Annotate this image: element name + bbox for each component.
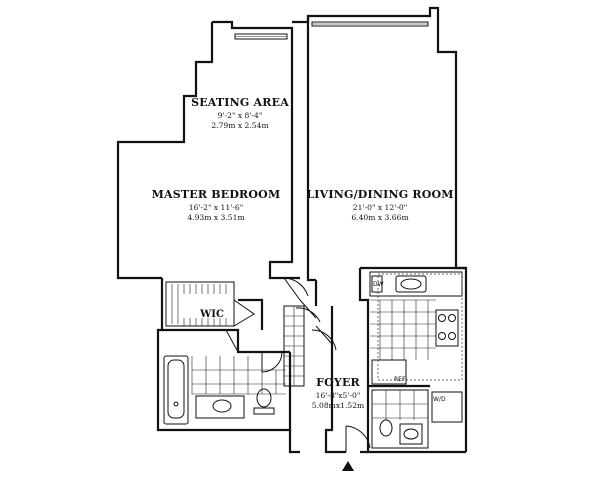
seating-area-dim-imperial: 9'-2" x 8'-4" <box>218 111 263 120</box>
dishwasher-label: DW <box>373 281 384 288</box>
seating-area-title: SEATING AREA <box>191 96 289 109</box>
foyer-dim-imperial: 16'-8"x5'-0" <box>316 391 361 400</box>
living-dining-dim-metric: 6.40m x 3.66m <box>351 213 408 222</box>
living-dining-label: LIVING/DINING ROOM 21'-0" x 12'-0" 6.40m… <box>306 188 453 222</box>
washer-dryer-label: W/D <box>433 396 446 403</box>
living-dining-dim-imperial: 21'-0" x 12'-0" <box>353 203 407 212</box>
seating-area-dim-metric: 2.79m x 2.54m <box>211 121 268 130</box>
windows <box>234 21 429 40</box>
refrigerator-label: REF <box>394 376 406 383</box>
wic-label: WIC <box>199 309 224 320</box>
seating-area-label: SEATING AREA 9'-2" x 8'-4" 2.79m x 2.54m <box>191 96 289 130</box>
foyer-title: FOYER <box>316 376 360 389</box>
master-bedroom-label: MASTER BEDROOM 16'-2" x 11'-6" 4.93m x 3… <box>152 188 281 222</box>
master-bath <box>163 355 286 425</box>
master-bedroom-dim-imperial: 16'-2" x 11'-6" <box>189 203 243 212</box>
hall-closet <box>283 305 305 387</box>
living-dining-title: LIVING/DINING ROOM <box>306 188 453 201</box>
master-bedroom-title: MASTER BEDROOM <box>152 188 281 201</box>
exterior-walls <box>116 6 468 454</box>
kitchen <box>369 271 463 385</box>
entry-arrow-icon <box>342 461 354 471</box>
second-bath <box>371 389 463 449</box>
foyer-dim-metric: 5.08mx1.52m <box>312 401 365 410</box>
walk-in-closet <box>165 281 255 327</box>
master-bedroom-dim-metric: 4.93m x 3.51m <box>187 213 244 222</box>
door-swings <box>225 277 371 452</box>
foyer-label: FOYER 16'-8"x5'-0" 5.08mx1.52m <box>312 376 365 410</box>
